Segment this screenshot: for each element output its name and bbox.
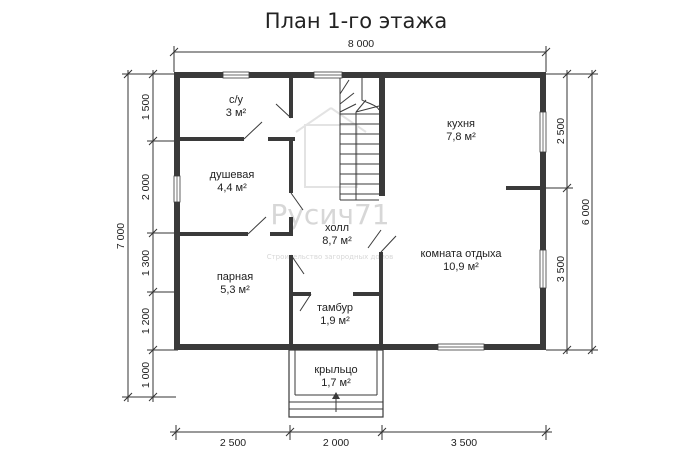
room-labels: с/у 3 м² душевая 4,4 м² парная 5,3 м² ку… bbox=[210, 94, 503, 389]
room-hall-area: 8,7 м² bbox=[322, 235, 352, 247]
room-lounge-area: 10,9 м² bbox=[443, 261, 479, 273]
dim-right-2: 3 500 bbox=[555, 256, 567, 282]
room-kitchen-name: кухня bbox=[447, 118, 475, 130]
room-porch-name: крыльцо bbox=[314, 364, 357, 376]
room-kitchen-area: 7,8 м² bbox=[446, 131, 476, 143]
room-bathroom-name: с/у bbox=[229, 94, 244, 106]
dim-right-total: 6 000 bbox=[580, 199, 592, 225]
dim-left-3: 1 300 bbox=[140, 250, 152, 276]
room-steam-name: парная bbox=[217, 271, 253, 283]
dimension-lines bbox=[122, 46, 598, 440]
dim-bottom-1: 2 500 bbox=[220, 437, 246, 449]
dim-bottom-2: 2 000 bbox=[323, 437, 349, 449]
staircase bbox=[339, 78, 380, 201]
watermark-tagline: Строительство загородных домов bbox=[267, 253, 394, 261]
dim-left-2: 2 000 bbox=[140, 174, 152, 200]
porch bbox=[288, 349, 384, 418]
dim-bottom-3: 3 500 bbox=[451, 437, 477, 449]
room-shower-area: 4,4 м² bbox=[217, 182, 247, 194]
room-vestibule-name: тамбур bbox=[317, 302, 353, 314]
dim-left-total: 7 000 bbox=[115, 223, 127, 249]
room-porch-area: 1,7 м² bbox=[321, 377, 351, 389]
room-steam-area: 5,3 м² bbox=[220, 284, 250, 296]
dim-right-1: 2 500 bbox=[555, 118, 567, 144]
dim-left-1: 1 500 bbox=[140, 94, 152, 120]
door-swings bbox=[243, 103, 397, 312]
dim-left-4: 1 200 bbox=[140, 308, 152, 334]
dim-left-5: 1 000 bbox=[140, 362, 152, 388]
room-vestibule-area: 1,9 м² bbox=[320, 315, 350, 327]
room-hall-name: холл bbox=[325, 222, 349, 234]
room-bathroom-area: 3 м² bbox=[226, 107, 247, 119]
room-shower-name: душевая bbox=[210, 169, 255, 181]
walls bbox=[174, 72, 546, 350]
plan-title: План 1-го этажа bbox=[265, 9, 447, 33]
dim-top-total: 8 000 bbox=[348, 38, 374, 50]
room-lounge-name: комната отдыха bbox=[420, 248, 502, 260]
